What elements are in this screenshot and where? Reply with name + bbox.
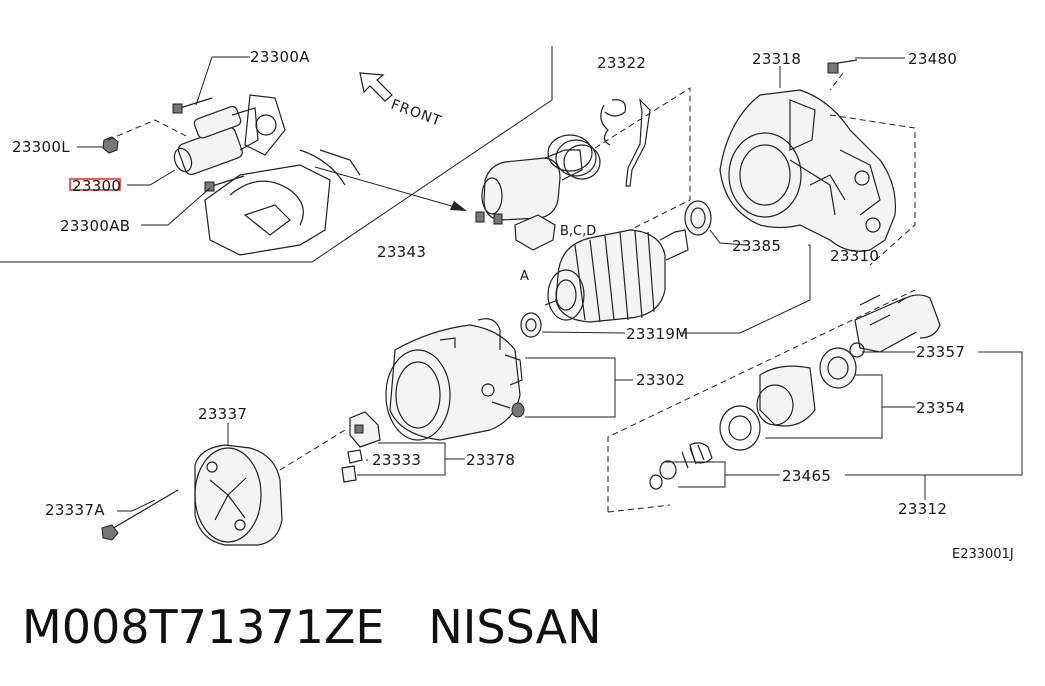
bolt-23480-icon [827,59,858,74]
label-23465: 23465 [782,467,831,485]
through-bolt-23337A-icon [101,489,179,541]
solenoid-23343 [475,134,601,225]
label-23385: 23385 [732,237,781,255]
label-23480: 23480 [908,50,957,68]
label-23300A: 23300A [250,48,310,66]
label-23310: 23310 [830,247,879,265]
label-23312: 23312 [898,500,947,518]
footer-caption: M008T71371ZE NISSAN [22,600,601,654]
pinion-shaft-23357 [849,294,941,358]
part-labels: 23300A 23300L 23300 23300AB FRONT 23322 … [12,48,1014,562]
bolt-23300AB-icon [204,175,245,192]
bolt-23300A-icon [172,97,213,114]
label-23300L: 23300L [12,138,70,156]
label-23343: 23343 [377,243,426,261]
armature-23310 [544,229,689,323]
bearing-23385-icon [684,200,712,236]
diagram-code: E233001J [952,547,1014,562]
footer-part-number: M008T71371ZE [22,600,385,654]
nut-23300L-icon [102,136,119,154]
label-23302: 23302 [636,371,685,389]
label-23337: 23337 [198,405,247,423]
label-23319M: 23319M [626,325,688,343]
label-23354: 23354 [916,399,965,417]
label-A: A [520,269,529,284]
label-BCD: B,C,D [560,224,596,239]
label-23318: 23318 [752,50,801,68]
label-23337A: 23337A [45,501,105,519]
label-23378: 23378 [466,451,515,469]
label-23300AB: 23300AB [60,217,130,235]
spring-washer-23465 [649,442,713,490]
footer-brand: NISSAN [428,600,602,654]
front-label: FRONT [389,97,444,130]
inset-starter [173,105,259,176]
brush-holder-23378 [341,411,381,483]
yoke-23302 [385,318,523,441]
label-23322: 23322 [597,54,646,72]
clutch-gear-23354 [719,347,857,451]
engine-location-inset [0,46,553,263]
label-23357: 23357 [916,343,965,361]
screw-23302-icon [491,401,525,418]
label-23300: 23300 [72,177,121,195]
highlight-box [69,178,121,191]
lever-spring-23322 [600,98,651,187]
bearing-23319M-icon [520,312,542,338]
front-arrow-icon [359,72,393,102]
rear-cover-23337 [194,444,283,546]
part-A-icon [514,214,556,251]
label-23333: 23333 [372,451,421,469]
gear-housing-23318 [719,89,897,252]
